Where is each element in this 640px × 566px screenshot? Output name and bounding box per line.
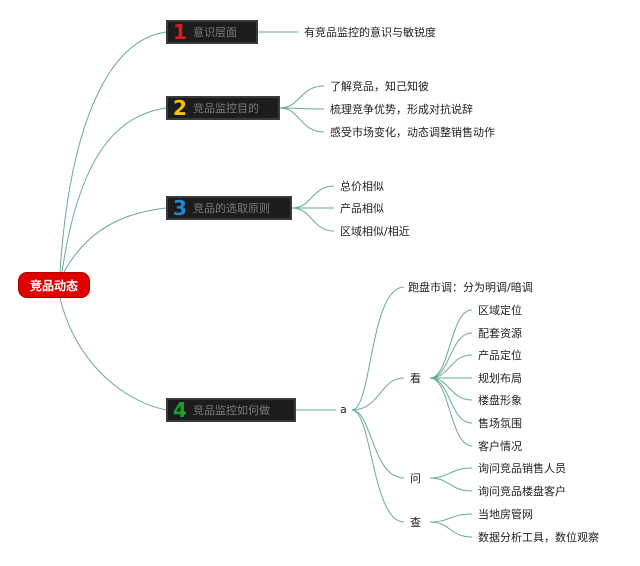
look-item: 配套资源	[478, 327, 522, 340]
branch-3-item: 产品相似	[340, 202, 384, 215]
look-item: 售场氛围	[478, 417, 522, 430]
number-badge-2: 2	[173, 96, 187, 120]
check-item: 数据分析工具，数位观察	[478, 531, 599, 544]
branch-node-3[interactable]: 3 竞品的选取原则	[166, 196, 292, 220]
branch-node-4[interactable]: 4 竞品监控如何做	[166, 398, 296, 422]
branch-2-item: 了解竞品，知己知彼	[330, 80, 429, 93]
check-item: 当地房管网	[478, 508, 533, 521]
branch-2-item: 感受市场变化，动态调整销售动作	[330, 126, 495, 139]
branch-3-item: 区域相似/相近	[340, 225, 410, 238]
number-badge-3: 3	[173, 196, 187, 220]
branch-1-item: 有竞品监控的意识与敏锐度	[304, 26, 436, 39]
sub-node-a[interactable]: a	[340, 403, 347, 416]
look-item: 客户情况	[478, 440, 522, 453]
branch-node-1[interactable]: 1 意识层面	[166, 20, 258, 44]
check-node[interactable]: 查	[410, 516, 421, 529]
ask-item: 询问竞品销售人员	[478, 462, 566, 475]
ask-item: 询问竞品楼盘客户	[478, 485, 566, 498]
look-item: 规划布局	[478, 372, 522, 385]
branch-label-3: 竞品的选取原则	[193, 202, 270, 215]
ask-node[interactable]: 问	[410, 472, 421, 485]
branch-label-4: 竞品监控如何做	[193, 404, 270, 417]
look-item: 楼盘形象	[478, 394, 522, 407]
branch-node-2[interactable]: 2 竞品监控目的	[166, 96, 280, 120]
look-item: 区域定位	[478, 304, 522, 317]
branch-label-2: 竞品监控目的	[193, 102, 259, 115]
branch-3-item: 总价相似	[340, 180, 384, 193]
look-node[interactable]: 看	[410, 372, 421, 385]
look-item: 产品定位	[478, 349, 522, 362]
number-badge-4: 4	[173, 398, 187, 422]
number-badge-1: 1	[173, 20, 187, 44]
root-node[interactable]: 竞品动态	[18, 272, 90, 298]
branch-2-item: 梳理竞争优势，形成对抗说辞	[330, 103, 473, 116]
first-item: 跑盘市调：分为明调/暗调	[408, 281, 533, 294]
branch-label-1: 意识层面	[193, 26, 237, 39]
